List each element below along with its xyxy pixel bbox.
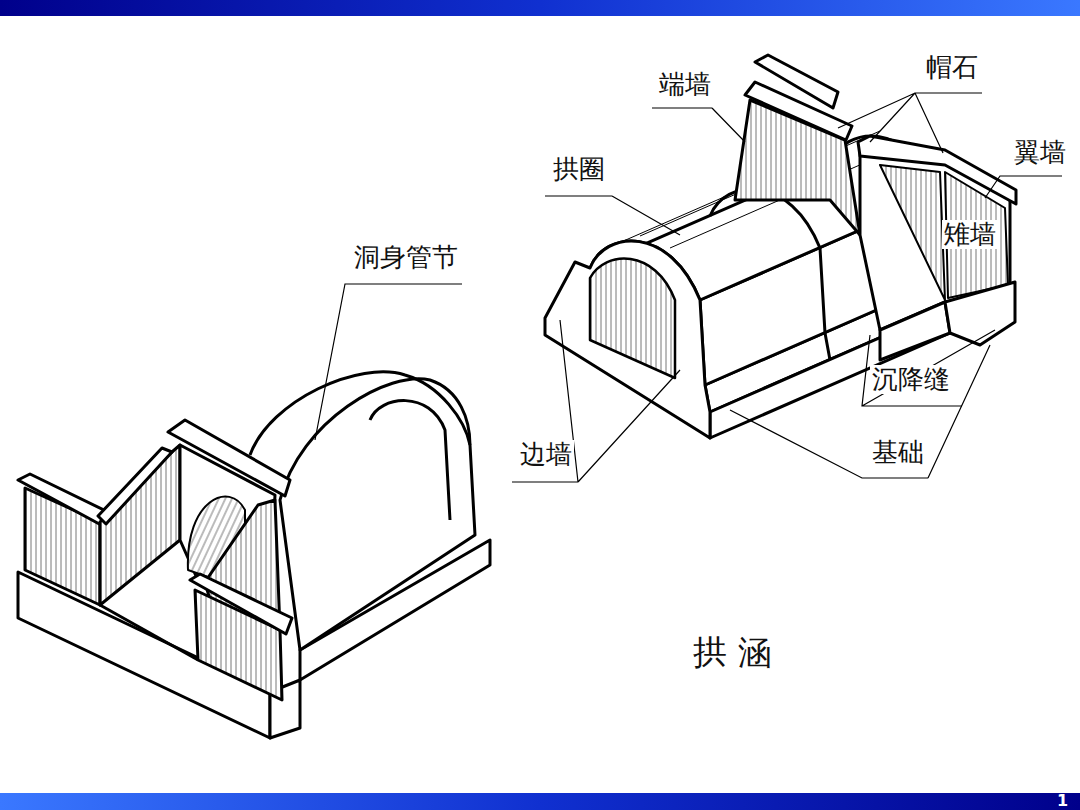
page-number: 1 xyxy=(1057,791,1068,810)
part-label: 沉降缝 xyxy=(870,365,952,394)
part-label: 翼墙 xyxy=(1012,138,1068,167)
arch-culvert xyxy=(545,55,1016,438)
part-label: 拱圈 xyxy=(551,155,607,184)
top-bar xyxy=(0,0,1080,16)
part-label: 雉墙 xyxy=(942,220,998,249)
part-label: 帽石 xyxy=(924,53,980,82)
leader-lines xyxy=(315,93,1062,482)
caption: 拱 涵 xyxy=(693,630,772,676)
bottom-bar xyxy=(0,793,1080,810)
part-label: 边墙 xyxy=(518,440,574,469)
part-label: 基础 xyxy=(870,438,926,467)
part-label: 端墙 xyxy=(657,70,713,99)
part-label: 洞身管节 xyxy=(352,243,460,272)
pipe-culvert xyxy=(18,372,490,738)
